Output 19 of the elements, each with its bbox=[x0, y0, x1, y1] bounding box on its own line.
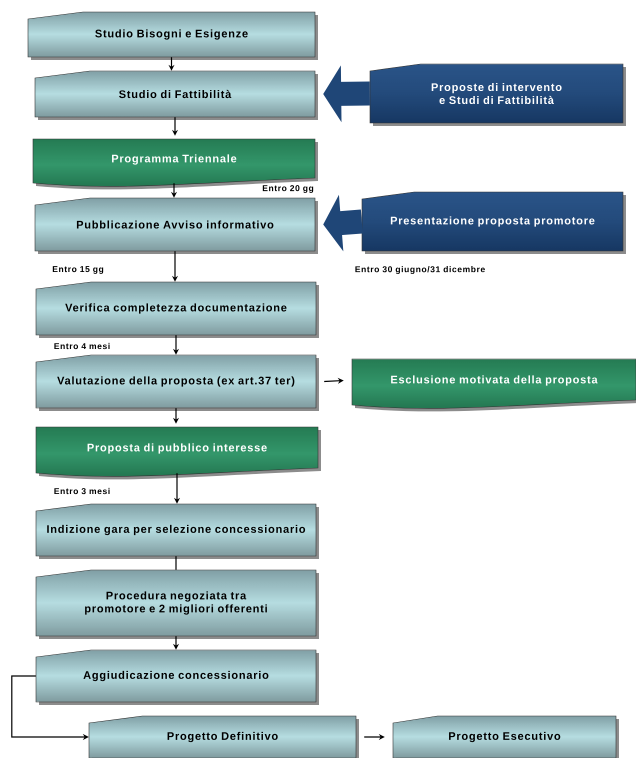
process-box: Procedura negoziata tra promotore e 2 migliori offerenti bbox=[36, 570, 319, 639]
process-box: Valutazione della proposta (ex art.37 ter) bbox=[36, 354, 319, 411]
process-box: Pubblicazione Avviso informativo bbox=[34, 198, 318, 254]
input-box: Presentazione proposta promotore bbox=[362, 192, 626, 254]
time-note: Entro 4 mesi bbox=[54, 342, 110, 350]
document-box: Proposta di pubblico interesse bbox=[36, 426, 321, 480]
time-note: Entro 15 gg bbox=[52, 266, 104, 274]
process-box: Studio Bisogni e Esigenze bbox=[28, 12, 318, 60]
connector-line bbox=[175, 556, 177, 570]
time-note: Entro 3 mesi bbox=[54, 488, 110, 494]
process-box: Verifica completezza documentazione bbox=[36, 282, 319, 338]
process-box: Progetto Definitivo bbox=[88, 716, 359, 758]
document-box: Esclusione motivata della proposta bbox=[352, 358, 636, 412]
time-note: Entro 30 giugno/31 dicembre bbox=[355, 266, 485, 274]
process-box: Aggiudicazione concessionario bbox=[36, 650, 319, 705]
process-box: Studio di Fattibilità bbox=[34, 70, 318, 120]
process-box: Progetto Esecutivo bbox=[392, 716, 619, 758]
input-box: Proposte di intervento e Studi di Fattibilità bbox=[370, 64, 626, 126]
process-box: Indizione gara per selezione concessionario bbox=[36, 504, 319, 559]
